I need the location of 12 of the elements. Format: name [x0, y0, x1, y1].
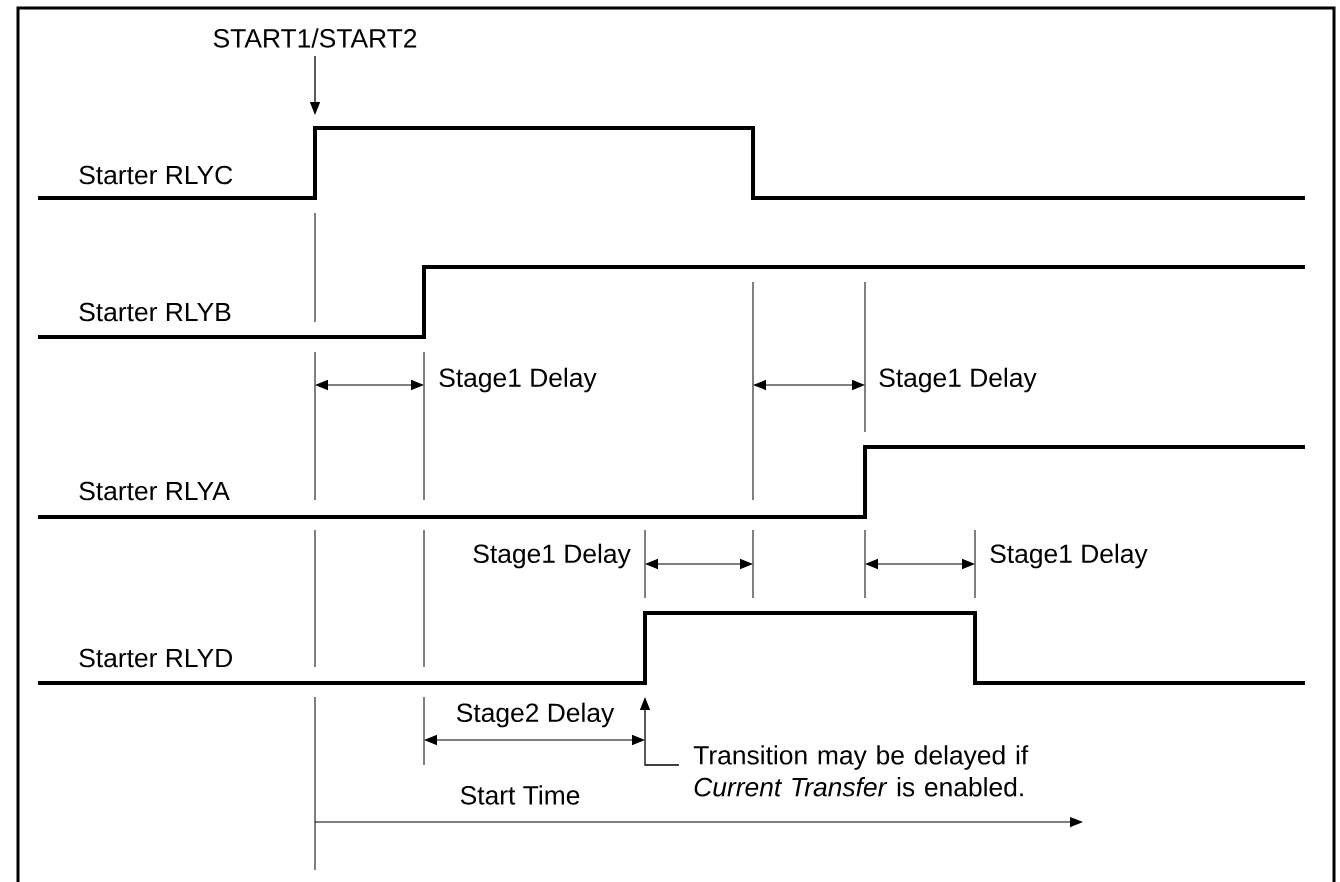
text-label: Stage1 Delay: [879, 367, 1037, 393]
text-label: Stage1 Delay: [473, 543, 631, 569]
signal-label: START1/START2: [213, 28, 417, 48]
text-label: Stage1 Delay: [439, 367, 597, 393]
text-label: Start Time: [460, 785, 580, 805]
text-label: Starter RLYD: [79, 648, 232, 668]
text-label: Starter RLYC: [79, 165, 233, 185]
text-label: Stage1 Delay: [990, 543, 1148, 569]
text-label: Starter RLYA: [79, 481, 230, 501]
text-label: Stage2 Delay: [456, 702, 615, 728]
text-label: Starter RLYB: [79, 302, 231, 322]
annotation-text: Transition may be delayed if Current Transfer is enabled.: [693, 745, 1029, 797]
